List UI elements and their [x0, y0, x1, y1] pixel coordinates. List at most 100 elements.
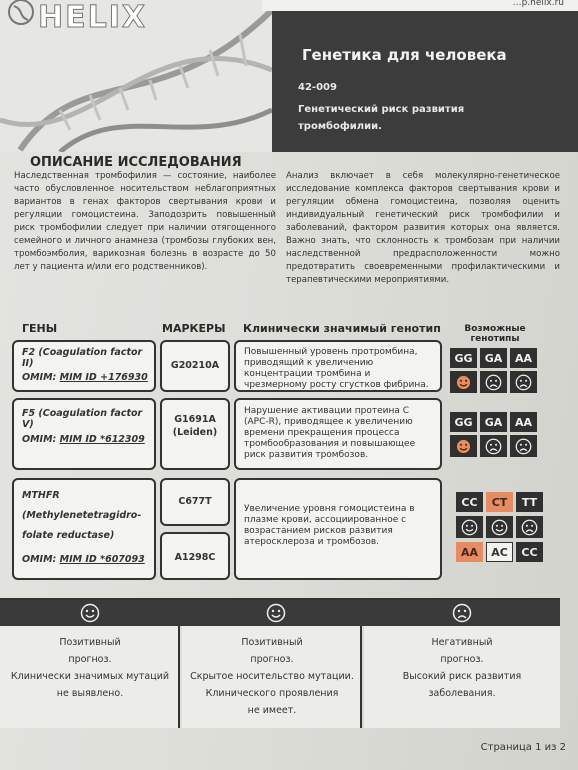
- col-genotype-header: Клинически значимый генотип: [243, 322, 441, 335]
- marker-note: (Leiden): [172, 427, 218, 438]
- gene-name-line2: (Methylenetetragidro-: [22, 510, 142, 521]
- helix-logo-text: HELIX: [37, 0, 148, 36]
- legend-col-negative: Негативный прогноз. Высокий риск развити…: [364, 626, 560, 728]
- legend-line: Негативный: [431, 637, 493, 648]
- omim-link[interactable]: MIM ID *612309: [59, 434, 145, 445]
- genotype-tile: GA: [480, 348, 507, 368]
- prognosis-legend: Позитивный прогноз. Клинически значимых …: [0, 598, 560, 728]
- col-possible-header: Возможные генотипы: [464, 324, 526, 344]
- gene-name: MTHFR: [22, 490, 60, 501]
- genotype-tile: CC: [456, 492, 483, 512]
- smile-face-icon: [450, 371, 477, 393]
- legend-line: Позитивный: [59, 637, 121, 648]
- omim-link[interactable]: MIM ID *607093: [59, 554, 145, 565]
- genotype-tile-highlighted: CT: [486, 492, 513, 512]
- col-genes-header: ГЕНЫ: [22, 322, 58, 335]
- legend-line: прогноз.: [68, 654, 112, 665]
- gene-box-mthfr: MTHFR (Methylenetetragidro- folate reduc…: [12, 478, 156, 580]
- smile-face-icon: [80, 603, 100, 623]
- test-name: Генетический риск развития тромбофилии.: [298, 104, 465, 132]
- omim-ref: OMIM: MIM ID +176930: [22, 372, 148, 383]
- omim-ref: OMIM: MIM ID *607093: [22, 554, 145, 565]
- smile-face-icon: [266, 603, 286, 623]
- genotype-row-mthfr-top: CC CT TT: [456, 492, 543, 512]
- omim-label: OMIM:: [22, 554, 57, 565]
- legend-line: Скрытое носительство мутации.: [190, 671, 354, 682]
- genotype-faces-f5: [450, 435, 537, 457]
- helix-logo-icon: [8, 0, 34, 25]
- genotype-tile: AA: [510, 412, 537, 432]
- legend-line: прогноз.: [250, 654, 294, 665]
- section-heading: ОПИСАНИЕ ИССЛЕДОВАНИЯ: [30, 155, 242, 170]
- clinical-text: Повышенный уровень протромбина, приводящ…: [244, 347, 429, 390]
- clinical-text: Увеличение уровня гомоцистеина в плазме …: [244, 504, 415, 547]
- legend-text: Позитивный прогноз. Скрытое носительство…: [182, 634, 362, 719]
- omim-label: OMIM:: [22, 372, 57, 383]
- genotype-row-mthfr-bottom: AA AC CC: [456, 542, 543, 562]
- legend-col-positive-1: Позитивный прогноз. Клинически значимых …: [0, 626, 180, 728]
- marker-box-f5: G1691A (Leiden): [160, 398, 230, 470]
- description-right: Анализ включает в себя молекулярно-генет…: [286, 171, 560, 285]
- marker: G1691A: [174, 414, 216, 425]
- gene-name-line3: folate reductase): [22, 530, 115, 541]
- header-url-strip: …p.helix.ru: [262, 0, 578, 11]
- genotype-tile: GA: [480, 412, 507, 432]
- gene-name: F5 (Coagulation factor V): [22, 408, 143, 430]
- genotype-tile: TT: [516, 492, 543, 512]
- smile-face-icon: [486, 516, 513, 538]
- marker-box-f2: G20210A: [160, 340, 230, 392]
- page-title: Генетика для человека: [302, 46, 507, 64]
- marker: G20210A: [170, 360, 220, 371]
- genotype-tile: GG: [450, 412, 477, 432]
- legend-col-positive-2: Позитивный прогноз. Скрытое носительство…: [182, 626, 362, 728]
- header-title-panel: [272, 0, 578, 152]
- genotype-tile-highlighted: AA: [456, 542, 483, 562]
- legend-line: Высокий риск развития: [402, 671, 522, 682]
- description-left: Наследственная тромбофилия — состояние, …: [14, 171, 276, 272]
- genotype-faces-f2: [450, 371, 537, 393]
- page-number: Страница 1 из 2: [480, 742, 566, 753]
- site-url: …p.helix.ru: [512, 0, 564, 8]
- legend-line: не имеет.: [247, 705, 297, 716]
- legend-text: Позитивный прогноз. Клинически значимых …: [0, 634, 180, 702]
- smile-face-icon: [456, 516, 483, 538]
- genotype-row-f2: GG GA AA: [450, 348, 537, 368]
- legend-line: прогноз.: [440, 654, 484, 665]
- marker: C677T: [178, 496, 212, 507]
- genotype-tile: GG: [450, 348, 477, 368]
- omim-ref: OMIM: MIM ID *612309: [22, 434, 145, 445]
- marker-box-a1298c: A1298C: [160, 532, 230, 580]
- omim-link[interactable]: MIM ID +176930: [59, 372, 148, 383]
- genotype-tile: CC: [516, 542, 543, 562]
- genotype-faces-mthfr: [456, 516, 543, 538]
- clinical-box-mthfr: Увеличение уровня гомоцистеина в плазме …: [234, 478, 442, 580]
- gene-name: F2 (Coagulation factor II): [22, 347, 143, 369]
- clinical-box-f2: Повышенный уровень протромбина, приводящ…: [234, 340, 442, 392]
- legend-header: [0, 600, 560, 626]
- sad-face-icon: [480, 371, 507, 393]
- legend-line: заболевания.: [428, 688, 496, 699]
- col-markers-header: МАРКЕРЫ: [162, 322, 226, 335]
- marker-box-c677t: C677T: [160, 478, 230, 526]
- legend-line: Клинически значимых мутаций: [10, 671, 170, 682]
- sad-face-icon: [510, 371, 537, 393]
- gene-box-f5: F5 (Coagulation factor V) OMIM: MIM ID *…: [12, 398, 156, 470]
- omim-label: OMIM:: [22, 434, 57, 445]
- clinical-text: Нарушение активации протеина С (APC-R), …: [244, 406, 416, 460]
- legend-line: Позитивный: [241, 637, 303, 648]
- sad-face-icon: [516, 516, 543, 538]
- sad-face-icon: [452, 603, 472, 623]
- genotype-tile: AC: [486, 542, 513, 562]
- clinical-box-f5: Нарушение активации протеина С (APC-R), …: [234, 398, 442, 470]
- test-code: 42-009: [298, 82, 337, 93]
- gene-box-f2: F2 (Coagulation factor II) OMIM: MIM ID …: [12, 340, 156, 392]
- dna-helix-illustration: [0, 7, 272, 152]
- genotype-tile: AA: [510, 348, 537, 368]
- legend-line: не выявлено.: [56, 688, 124, 699]
- sad-face-icon: [480, 435, 507, 457]
- sad-face-icon: [510, 435, 537, 457]
- legend-line: Клинического проявления: [205, 688, 339, 699]
- marker: A1298C: [174, 552, 216, 563]
- legend-text: Негативный прогноз. Высокий риск развити…: [364, 634, 560, 702]
